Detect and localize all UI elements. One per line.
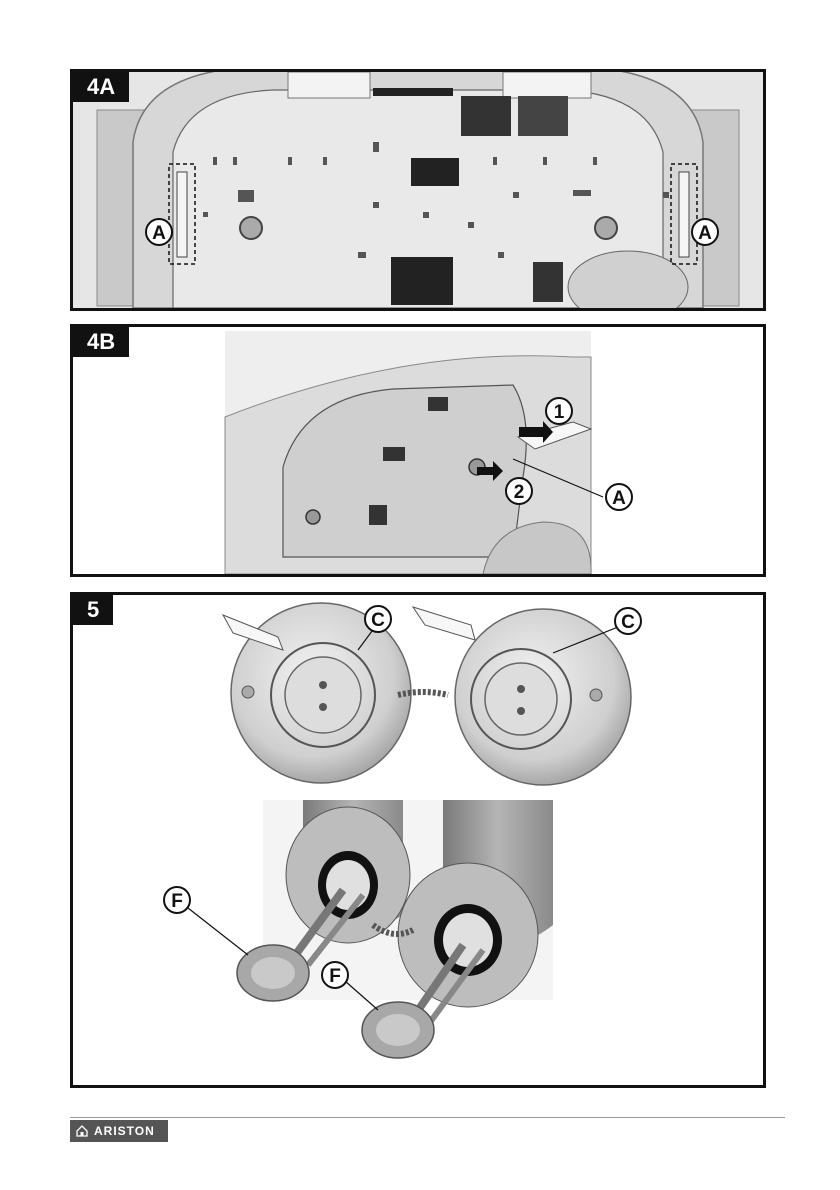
- house-icon: [76, 1125, 88, 1137]
- panel-4a-label: 4A: [73, 72, 129, 102]
- callout-a-right: A: [698, 223, 712, 244]
- tank-flange-view: C C F F: [73, 595, 763, 1085]
- panel-5: 5 C C: [70, 592, 766, 1088]
- panel-5-label: 5: [73, 595, 113, 625]
- brand-name: ARISTON: [94, 1124, 155, 1138]
- callout-f-right: F: [329, 966, 341, 987]
- callout-2: 2: [514, 482, 525, 503]
- pcb-removal-view: 1 2 A: [73, 327, 763, 574]
- panel-4a: 4A A A: [70, 69, 766, 311]
- callout-1: 1: [554, 402, 565, 423]
- panel-4b: 4B 1 2 A: [70, 324, 766, 577]
- callout-c-right: C: [621, 612, 635, 633]
- brand-logo: ARISTON: [70, 1120, 168, 1142]
- callout-a: A: [612, 488, 626, 509]
- callout-a-left: A: [152, 223, 166, 244]
- callout-c-left: C: [371, 610, 385, 631]
- callout-f-left: F: [171, 891, 183, 912]
- panel-4b-label: 4B: [73, 327, 129, 357]
- pcb-front-view: A A: [73, 72, 763, 308]
- footer-rule: [70, 1117, 785, 1118]
